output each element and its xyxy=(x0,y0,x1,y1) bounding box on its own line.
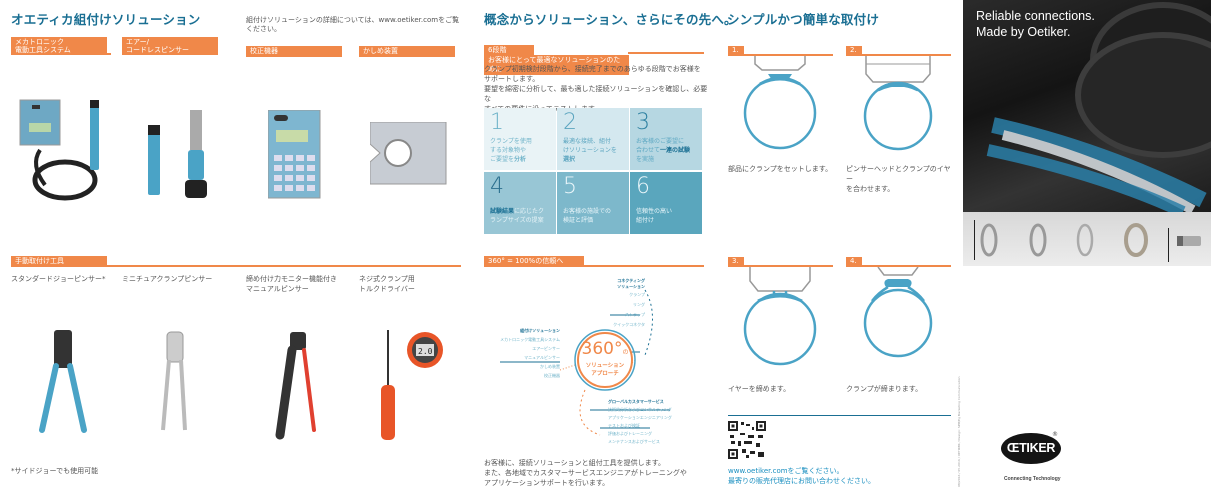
cordless-pincer-image xyxy=(148,110,207,198)
manual-tool-label: ネジ式クランプ用トルクドライバー xyxy=(359,275,415,293)
clamp-product-4 xyxy=(1124,223,1148,257)
panel1-intro: 組付けソリューションの詳細については、www.oetiker.comをご覧くださ… xyxy=(246,16,460,33)
step-4-text: クランプが締まります。 xyxy=(846,385,923,393)
hero-headline: Reliable connections. Made by Oetiker. xyxy=(976,9,1095,39)
tag-360-label: 360° = 100%の信頼へ xyxy=(484,256,584,267)
contact-text: www.oetiker.comをご覧ください。 最寄りの販売代理店にお問い合わせ… xyxy=(728,467,875,485)
qr-code-image[interactable] xyxy=(728,421,766,459)
crimping-device-image xyxy=(370,122,447,185)
contact-divider xyxy=(728,415,951,416)
six-steps-label-1: 6段階 xyxy=(484,45,534,56)
clamp-step-3-image xyxy=(743,267,817,366)
category-calibration: 校正機器 xyxy=(246,46,342,57)
step-4-rule xyxy=(846,265,951,267)
six-steps-label-2: お客様にとって最適なソリューションのために xyxy=(484,55,629,75)
category-label-line2: コードレスピンサー xyxy=(126,46,189,54)
panel1-title: オエティカ組付けソリューション xyxy=(11,12,201,27)
step-cell-1: 1 クランプを使用する対象物やご要望を分析 xyxy=(484,108,556,170)
manual-tool-label: ミニチュアクランプピンサー xyxy=(122,275,213,283)
six-step-grid: 1 クランプを使用する対象物やご要望を分析 2 最適な接続、組付けソリューション… xyxy=(484,108,704,234)
hero-image: Reliable connections. Made by Oetiker. xyxy=(963,0,1211,212)
registered-mark: ® xyxy=(1052,431,1058,438)
diagram-center: 360°の ソリューション アプローチ xyxy=(581,339,629,377)
step-2-text: ピンサーヘッドとクランプのイヤーを合わせます。 xyxy=(846,165,951,193)
mini-clamp-pincer-image xyxy=(161,331,187,431)
category-label: 校正機器 xyxy=(246,46,342,57)
manual-tools-rule xyxy=(11,265,461,267)
standard-jaw-pincer-image xyxy=(39,330,87,433)
product-strip xyxy=(963,212,1211,266)
clamp-step-2-image xyxy=(863,56,933,151)
clamp-step-1-image xyxy=(743,56,817,150)
quick-connector-product xyxy=(1177,236,1201,246)
oetiker-logo[interactable]: ŒTIKER xyxy=(1001,433,1061,465)
clamp-step-4-image xyxy=(863,267,933,358)
category-mechatronic: メカトロニック電動工具システム xyxy=(11,37,111,55)
tag-360-rule xyxy=(484,265,704,267)
manual-tools-tag: 手動取付け工具 xyxy=(11,256,107,267)
step-4-label: 4. xyxy=(846,257,862,266)
category-label-line2: 電動工具システム xyxy=(15,46,71,54)
step-3-label: 3. xyxy=(728,257,744,266)
category-crimping: かしめ装置 xyxy=(359,46,455,57)
calibration-device-image xyxy=(268,110,321,199)
step-3-text: イヤーを締めます。 xyxy=(728,385,791,393)
panel2-title: 概念からソリューション、さらにその先へ。 xyxy=(484,12,737,27)
step-cell-2: 2 最適な接続、組付けソリューションを選択 xyxy=(557,108,629,170)
step-2-label: 2. xyxy=(846,46,862,55)
panel2-footer: お客様に、接続ソリューションと組付工具を提供します。また、各地域でカスタマーサー… xyxy=(484,459,687,487)
step-cell-3: 3 お客様のご要望に合わせて一連の試験を実施 xyxy=(630,108,702,170)
torque-display: 2.0 xyxy=(418,347,433,356)
panel3-title: シンプルかつ簡単な取付け xyxy=(727,12,880,27)
footnote: *サイドジョーでも使用可能 xyxy=(11,467,99,475)
monitored-manual-pincer-image xyxy=(275,332,316,440)
step-2-rule xyxy=(846,54,951,56)
manual-tool-label: 締め付け力モニター機能付きマニュアルピンサー xyxy=(246,275,337,293)
category-air-cordless: エアー/コードレスピンサー xyxy=(122,37,218,55)
panel2-body: クランプ初期検討段階から、接続完了までのあらゆる段階でお客様をサポートします。要… xyxy=(484,65,708,113)
clamp-product-1 xyxy=(980,223,998,257)
vertical-print-note: 08/2016 / 05.2016 / OETIKER / Design: SP… xyxy=(957,376,961,487)
step-1-text: 部品にクランプをセットします。 xyxy=(728,165,833,173)
logo-mark: ŒTIKER xyxy=(1001,433,1061,464)
step-1-label: 1. xyxy=(728,46,744,55)
step-cell-6: 6 信頼性の高い組付け xyxy=(630,172,702,234)
diagram-lines xyxy=(500,289,670,436)
customer-service: グローバルカスタマーサービス 技術的分析およびコンサルティング アプリケーション… xyxy=(608,399,672,444)
step-cell-5: 5 お客様の施設での検証と評価 xyxy=(557,172,629,234)
mechatronic-tool-image xyxy=(19,99,99,201)
logo-tagline: Connecting Technology xyxy=(1004,476,1061,482)
category-label-line1: メカトロニック xyxy=(15,38,64,46)
clamp-product-2 xyxy=(1029,223,1047,257)
manual-tool-label: スタンダードジョーピンサー* xyxy=(11,275,106,283)
connecting-solutions: コネクティング ソリューション クランプ リング ストラップ クイックコネクタ xyxy=(613,278,645,327)
category-label: かしめ装置 xyxy=(359,46,455,57)
tag-360: 360° = 100%の信頼へ xyxy=(484,256,584,267)
six-steps-tag: 6段階 お客様にとって最適なソリューションのために xyxy=(484,37,629,75)
step-1-rule xyxy=(728,54,833,56)
assembly-solutions: 組付けソリューション メカトロニック電動工具システム エアーピンサー マニュアル… xyxy=(500,328,560,378)
torque-screwdriver-image: 2.0 xyxy=(381,330,443,440)
step-3-rule xyxy=(728,265,833,267)
website-link[interactable]: www.oetiker.comをご覧ください。 xyxy=(728,467,844,475)
clamp-product-3 xyxy=(1076,223,1094,257)
category-label-line1: エアー/ xyxy=(126,38,149,46)
six-steps-rule xyxy=(628,52,704,54)
hose-clamp-photo xyxy=(986,2,1211,212)
step-cell-4: 4 試験結果に応じたクランプサイズの提案 xyxy=(484,172,556,234)
diagram-360: 360°の ソリューション アプローチ コネクティング ソリューション クランプ… xyxy=(500,275,700,455)
manual-tools-label: 手動取付け工具 xyxy=(11,256,107,267)
